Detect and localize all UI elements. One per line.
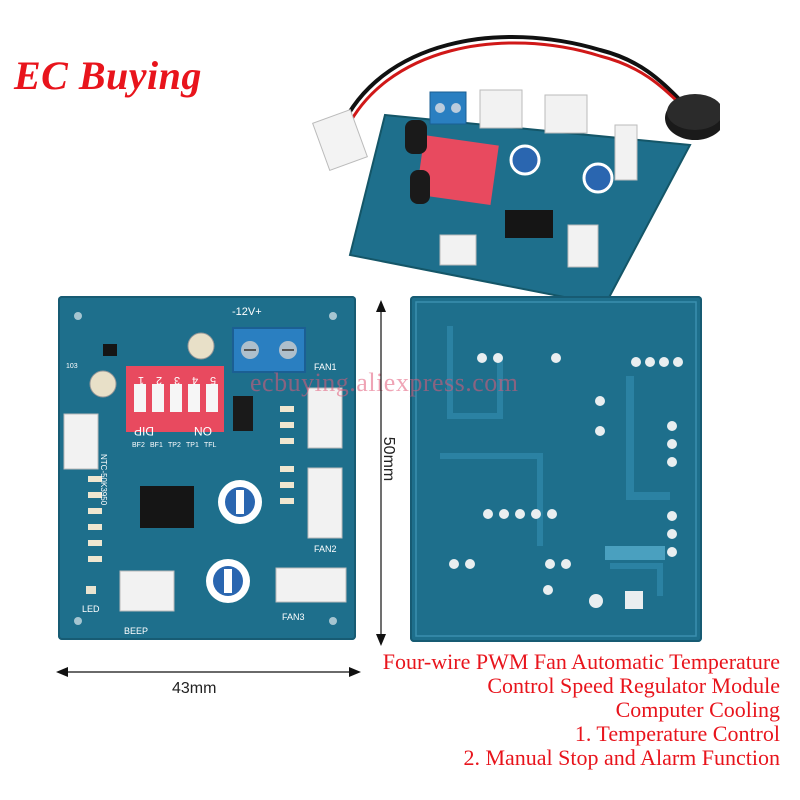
- switch-label-tp1: TP1: [186, 442, 199, 449]
- label-resistor: 103: [66, 363, 78, 370]
- caption-line-3: Computer Cooling: [615, 697, 780, 722]
- watermark: ecbuying.aliexpress.com: [250, 368, 519, 397]
- label-fan3: FAN3: [282, 612, 305, 622]
- board-back-traces: [415, 301, 697, 637]
- brand-logo: EC Buying: [14, 53, 202, 98]
- width-label: 43mm: [172, 680, 217, 697]
- caption-line-5: 2. Manual Stop and Alarm Function: [463, 745, 780, 770]
- board-front-components: [63, 312, 347, 625]
- switch-label-tp2: TP2: [168, 442, 181, 449]
- product-photo-top: [312, 35, 720, 307]
- label-fan2: FAN2: [314, 544, 337, 554]
- caption-line-1: Four-wire PWM Fan Automatic Temperature: [382, 649, 780, 674]
- label-beep: BEEP: [124, 626, 149, 636]
- switch-label-tfl: TFL: [204, 442, 217, 449]
- caption-line-4: 1. Temperature Control: [574, 721, 780, 746]
- switch-label-bf2: BF2: [132, 442, 145, 449]
- switch-label-bf1: BF1: [150, 442, 163, 449]
- product-caption: Four-wire PWM Fan Automatic Temperature …: [383, 650, 780, 770]
- label-power: -12V+: [232, 306, 262, 318]
- label-led: LED: [82, 604, 100, 614]
- label-fan1: FAN1: [314, 362, 337, 372]
- height-label: 50mm: [380, 436, 398, 482]
- caption-line-2: Control Speed Regulator Module: [487, 673, 780, 698]
